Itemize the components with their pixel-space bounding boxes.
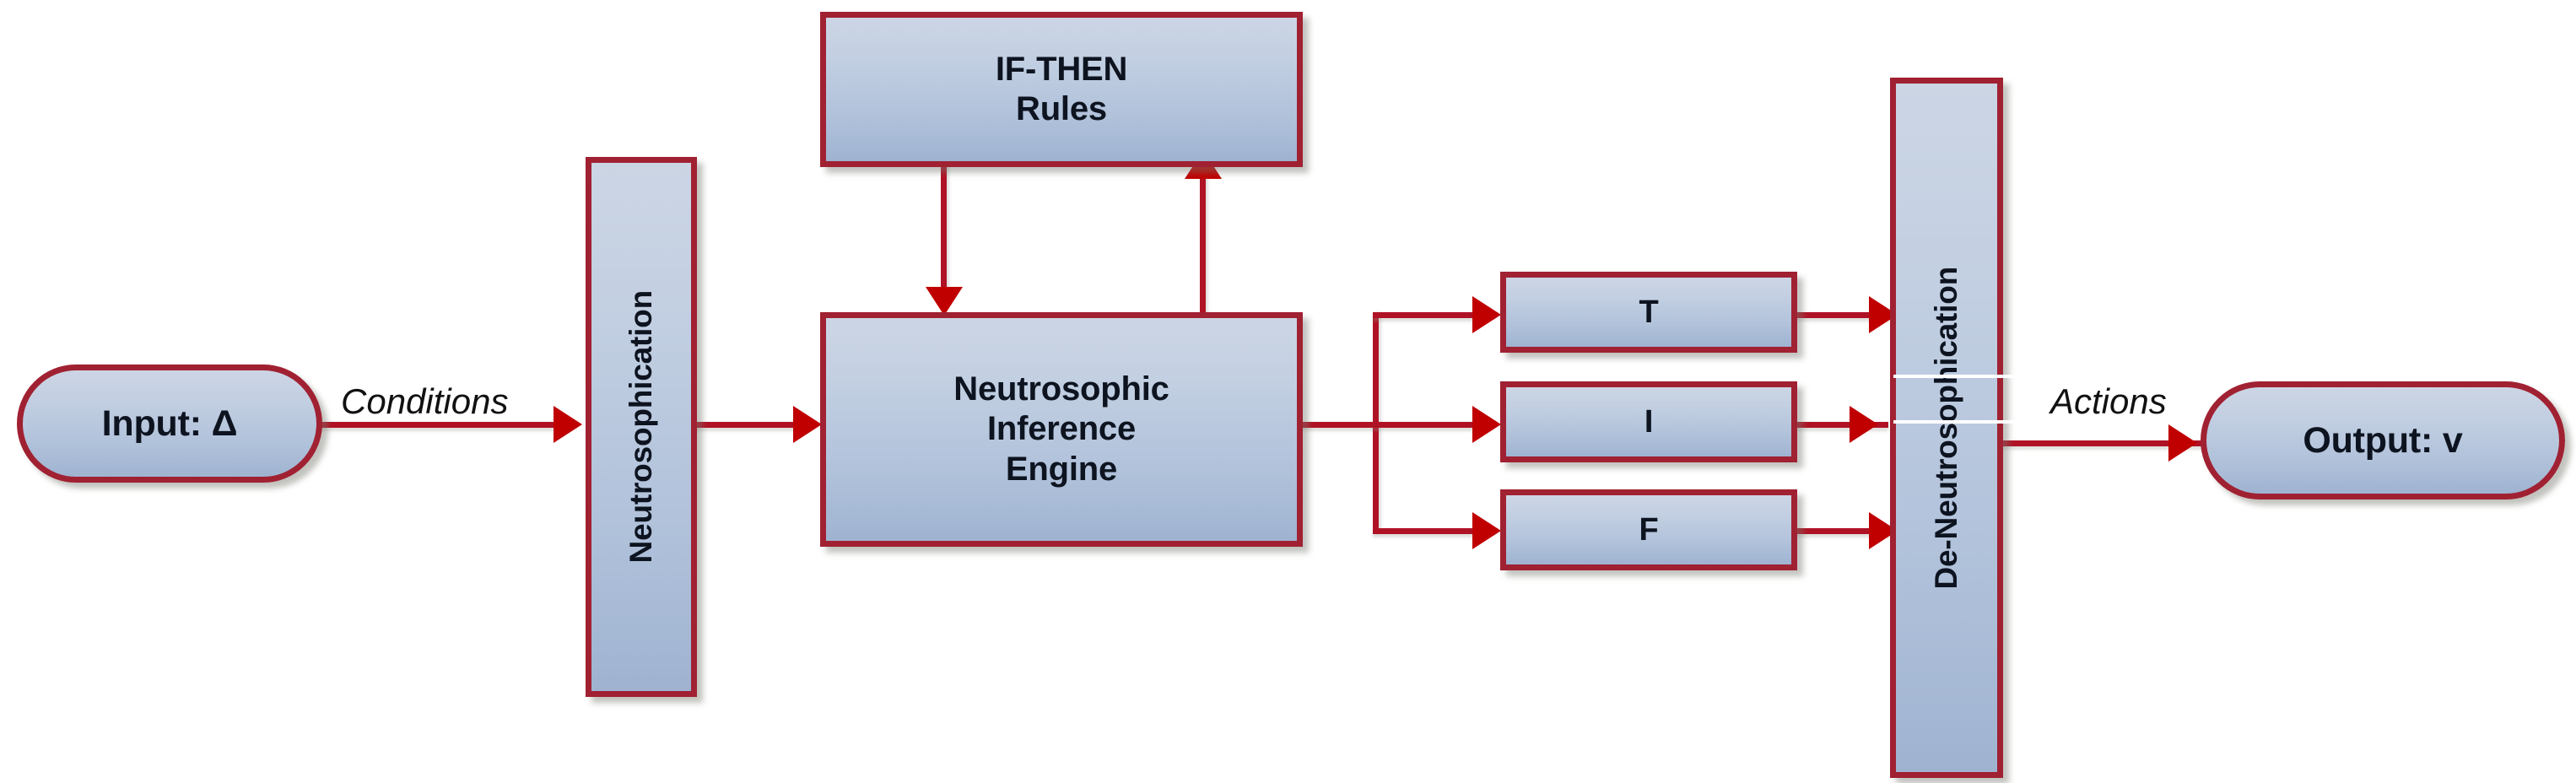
scanline-artifact-upper <box>1893 375 2054 378</box>
edge-label-conditions: Conditions <box>341 381 509 421</box>
arrowhead-input-to-neutrosophication <box>554 406 582 443</box>
edge-label-actions: Actions <box>2050 381 2167 421</box>
arrowhead-indeterminacy-to-deneutrosophication <box>1850 406 1878 443</box>
node-de-neutrosophication-label: De-Neutrosophication <box>1929 266 1963 590</box>
edge-deneutrosophication-to-output <box>2001 440 2217 446</box>
node-output[interactable]: Output: v <box>2201 381 2565 500</box>
arrowhead-branch-to-falsity <box>1472 512 1501 549</box>
node-inference-engine[interactable]: Neutrosophic Inference Engine <box>820 312 1303 547</box>
node-falsity-label: F <box>1639 511 1659 548</box>
edge-input-to-neutrosophication <box>319 422 555 428</box>
edge-neutrosophication-to-engine <box>694 422 795 428</box>
edge-falsity-to-deneutrosophication <box>1796 528 1888 534</box>
node-output-label: Output: v <box>2303 419 2463 461</box>
node-truth[interactable]: T <box>1500 272 1797 353</box>
edge-truth-to-deneutrosophication <box>1796 312 1888 318</box>
node-input-label: Input: Δ <box>101 402 238 444</box>
scanline-artifact-lower <box>1893 420 2054 424</box>
node-indeterminacy[interactable]: I <box>1500 381 1797 462</box>
edge-branch-to-indeterminacy <box>1373 422 1474 428</box>
edge-indeterminacy-to-deneutrosophication <box>1796 422 1888 428</box>
arrowhead-deneutrosophication-to-output <box>2168 424 2197 462</box>
node-neutrosophication[interactable]: Neutrosophication <box>586 157 697 697</box>
arrowhead-branch-to-truth <box>1472 296 1501 333</box>
edge-branch-to-falsity <box>1373 528 1474 534</box>
node-indeterminacy-label: I <box>1644 403 1654 440</box>
node-input[interactable]: Input: Δ <box>17 364 322 483</box>
arrowhead-neutrosophication-to-engine <box>793 406 822 443</box>
node-inference-engine-label: Neutrosophic Inference Engine <box>953 370 1169 488</box>
node-de-neutrosophication[interactable]: De-Neutrosophication <box>1890 78 2003 778</box>
arrowhead-branch-to-indeterminacy <box>1472 406 1501 443</box>
edge-rules-to-engine <box>941 162 947 297</box>
node-if-then-rules[interactable]: IF-THEN Rules <box>820 12 1303 167</box>
arrowhead-rules-to-engine <box>926 287 963 316</box>
edge-engine-to-rules <box>1200 176 1206 315</box>
node-if-then-rules-label: IF-THEN Rules <box>995 50 1128 127</box>
node-neutrosophication-label: Neutrosophication <box>624 290 658 564</box>
node-truth-label: T <box>1639 294 1659 330</box>
node-falsity[interactable]: F <box>1500 489 1797 570</box>
edge-engine-to-branch <box>1301 422 1379 428</box>
edge-branch-to-truth <box>1373 312 1474 318</box>
